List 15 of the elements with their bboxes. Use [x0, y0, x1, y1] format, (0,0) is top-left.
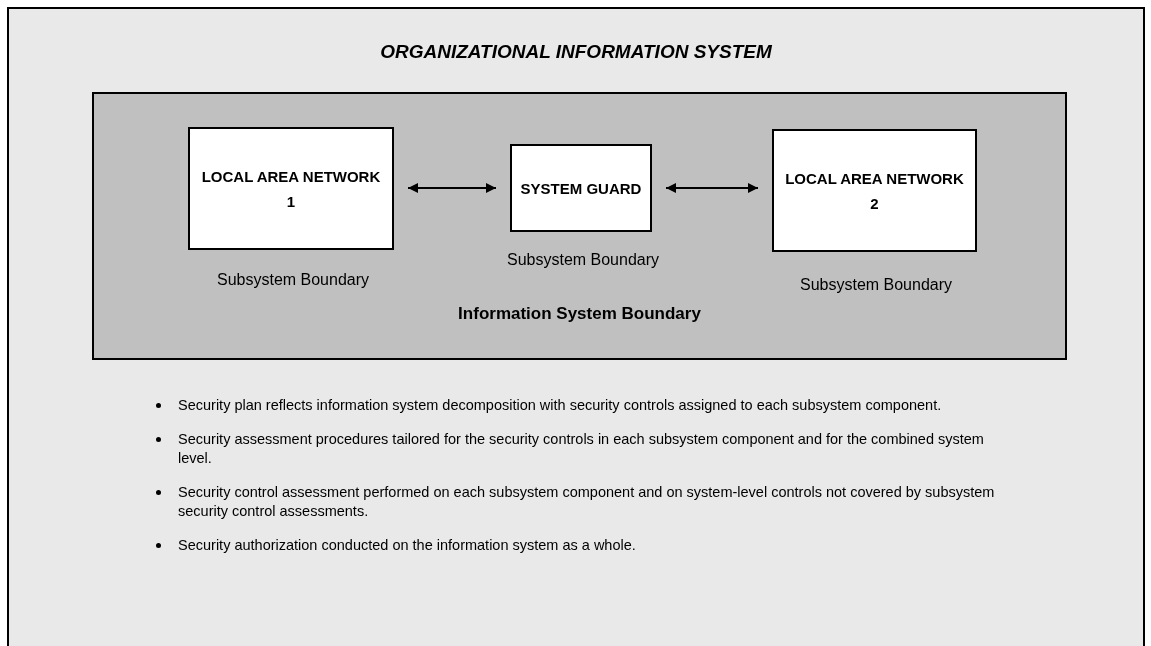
box-label: LOCAL AREA NETWORK 2 [784, 168, 965, 214]
diagram-title: ORGANIZATIONAL INFORMATION SYSTEM [379, 41, 773, 63]
bullet-text: Security plan reflects information system decomposition with security controls assigned to each subsystem component. [150, 396, 1010, 415]
box-label: SYSTEM GUARD [519, 178, 643, 199]
bullet-text: Security authorization conducted on the information system as a whole. [150, 536, 1010, 555]
arrow [407, 183, 497, 193]
boundary-caption: Subsystem Boundary [216, 271, 370, 289]
boundary-caption: Subsystem Boundary [799, 276, 953, 294]
boundary-caption: Subsystem Boundary [506, 251, 660, 269]
box-label: LOCAL AREA NETWORK 1 [200, 166, 382, 212]
arrow [665, 183, 759, 193]
bullet-text: Security assessment procedures tailored for the security controls in each subsystem component and for the combined system level. [150, 430, 1010, 468]
boundary-box [92, 92, 1067, 360]
bullet-text: Security control assessment performed on each subsystem component and on system-level controls not covered by subsystem security control assessments. [150, 483, 1010, 521]
boundary-label: Information System Boundary [457, 304, 702, 324]
